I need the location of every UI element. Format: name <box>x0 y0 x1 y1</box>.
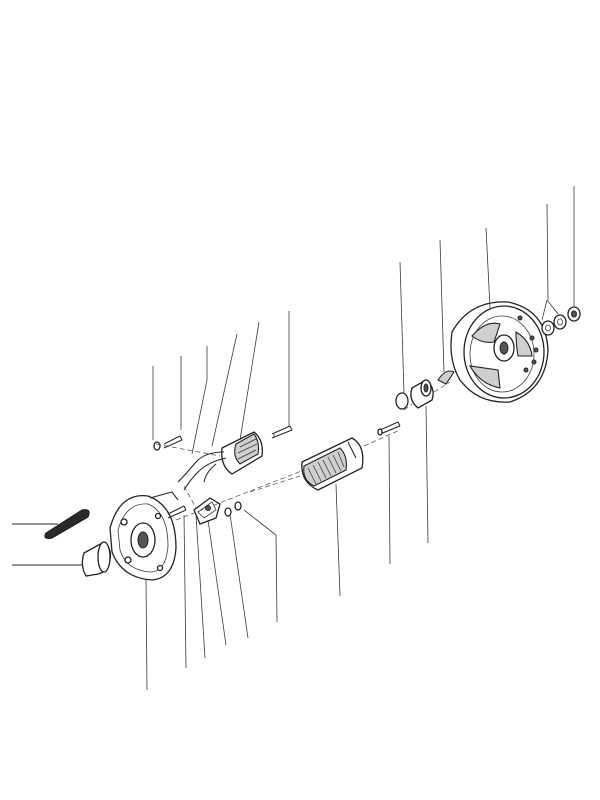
ignition-coil <box>177 431 263 491</box>
washer-1 <box>541 320 555 336</box>
woodruff-key <box>44 509 90 539</box>
crankshaft-stub <box>12 523 112 577</box>
screw-coil <box>271 425 293 439</box>
screw-left-top <box>153 435 183 451</box>
washer-pair <box>224 501 242 517</box>
leader-lines <box>145 186 575 691</box>
spacer-bush <box>410 379 434 409</box>
assembly-axis <box>155 381 451 521</box>
stator-plate <box>109 491 179 581</box>
screw-condenser <box>377 421 401 436</box>
flywheel <box>450 301 549 403</box>
o-ring <box>395 392 409 410</box>
flywheel-key <box>437 370 455 385</box>
screw-plate <box>167 505 187 519</box>
washer-2 <box>553 314 567 330</box>
flywheel-nut <box>567 306 581 322</box>
lighting-coil <box>301 437 364 491</box>
contact-breaker <box>193 497 221 525</box>
